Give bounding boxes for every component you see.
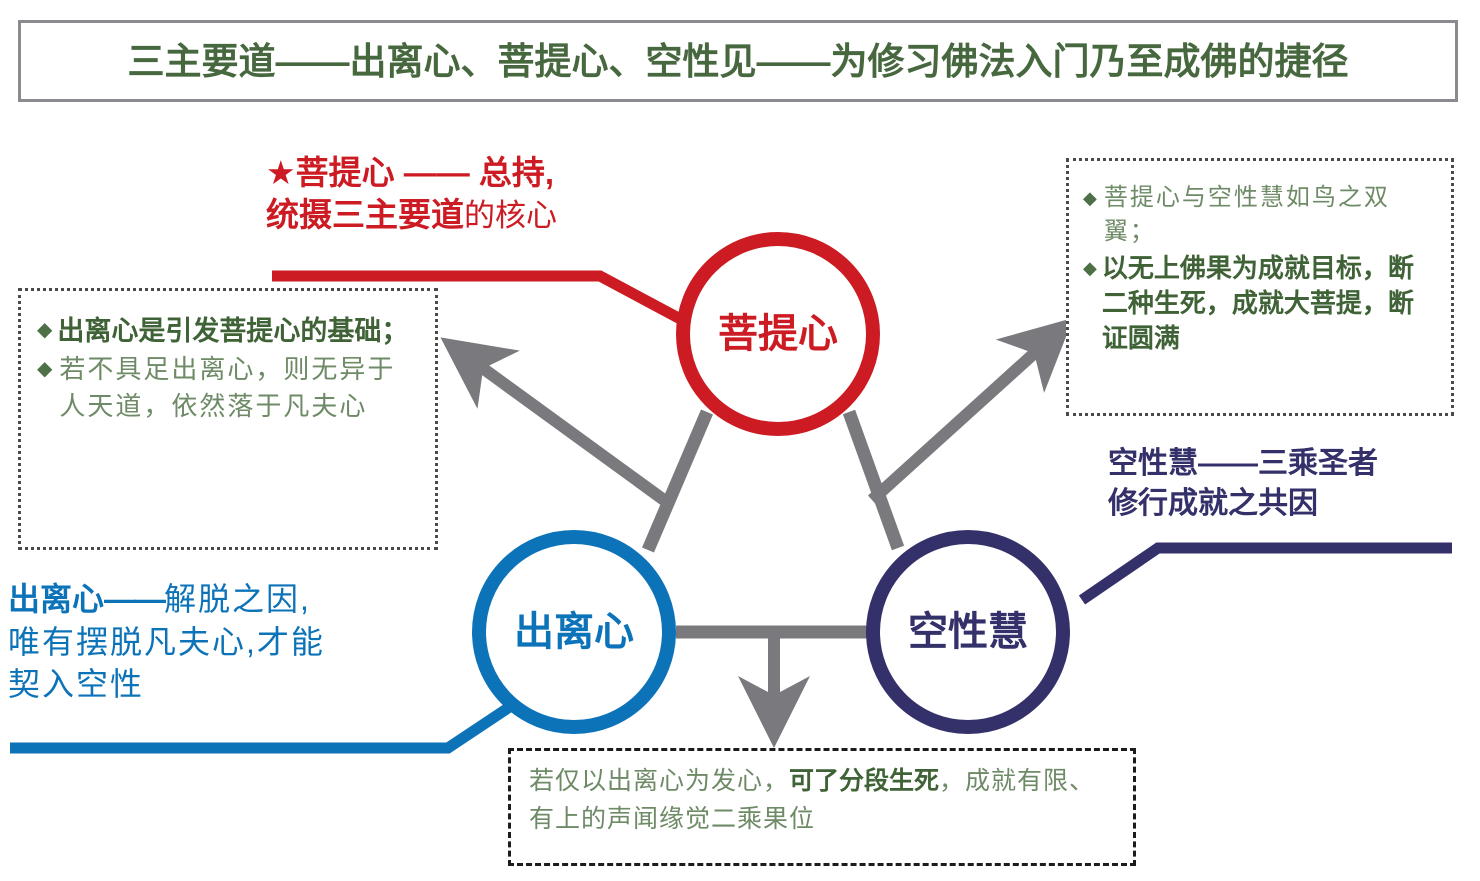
box-left-item-1: 出离心是引发菩提心的基础； [57,316,409,346]
box-bottom: 若仅以出离心为发心，可了分段生死，成就有限、有上的声闻缘觉二乘果位 [508,748,1136,866]
leader-bodhicitta [272,270,689,327]
box-bottom-seg2: 可了分段生死 [789,767,940,795]
node-bodhicitta-label: 菩提心 [718,312,838,356]
leader-emptiness [1078,542,1452,605]
callout-renunciation-line1: 解脱之因, [164,581,311,617]
link-bodhicitta-emptiness [842,409,905,551]
callout-bodhicitta: ★菩提心 —— 总持, 统摄三主要道的核心 [266,152,557,236]
list-item: ◆ 以无上佛果为成就目标，断二种生死，成就大菩提，断证圆满 [1083,251,1437,356]
node-renunciation[interactable]: 出离心 [472,530,676,734]
callout-bodhicitta-line1: 菩提心 —— 总持, [295,154,555,191]
node-emptiness-label: 空性慧 [908,610,1028,654]
page-title: 三主要道——出离心、菩提心、空性见——为修习佛法入门乃至成佛的捷径 [127,40,1349,82]
callout-renunciation-line3: 契入空性 [8,666,145,703]
list-item: ◆ 出离心是引发菩提心的基础； [37,313,417,350]
list-item: ◆ 菩提心与空性慧如鸟之双翼； [1083,181,1437,249]
star-icon: ★ [266,154,296,191]
box-right: ◆ 菩提心与空性慧如鸟之双翼； ◆ 以无上佛果为成就目标，断二种生死，成就大菩提… [1066,158,1454,416]
list-item: ◆ 若不具足出离心，则无异于人天道，依然落于凡夫心 [37,352,417,426]
box-left-item-2: 若不具足出离心，则无异于人天道，依然落于凡夫心 [59,354,396,421]
box-left: ◆ 出离心是引发菩提心的基础； ◆ 若不具足出离心，则无异于人天道，依然落于凡夫… [18,288,438,550]
callout-emptiness: 空性慧——三乘圣者 修行成就之共因 [1108,444,1378,523]
callout-renunciation-title: 出离心 [8,581,105,617]
box-bottom-seg3: ，成就有限、有上的声闻缘觉二乘果位 [529,768,1096,833]
arrow-to-left-box [440,337,668,505]
diamond-bullet-icon: ◆ [1083,258,1097,279]
box-bottom-seg1: 若仅以出离心为发心， [529,768,790,795]
box-right-item-1: 菩提心与空性慧如鸟之双翼； [1103,185,1390,246]
callout-renunciation-line2: 唯有摆脱凡夫心,才能 [8,623,325,660]
callout-renunciation: 出离心——解脱之因, 唯有摆脱凡夫心,才能 契入空性 [8,578,325,706]
title-bar: 三主要道——出离心、菩提心、空性见——为修习佛法入门乃至成佛的捷径 [18,20,1458,102]
arrow-to-right-box [867,317,1074,505]
link-bodhicitta-renunciation [642,409,713,553]
box-bottom-text: 若仅以出离心为发心，可了分段生死，成就有限、有上的声闻缘觉二乘果位 [529,763,1119,838]
callout-renunciation-dash: —— [104,581,166,617]
callout-bodhicitta-line2-light: 的核心 [464,198,557,234]
callout-emptiness-line1: 空性慧——三乘圣者 [1108,447,1378,480]
leader-renunciation [10,695,524,754]
callout-emptiness-line2: 修行成就之共因 [1108,486,1318,520]
diamond-bullet-icon: ◆ [1083,188,1099,208]
node-bodhicitta[interactable]: 菩提心 [676,232,880,436]
diamond-bullet-icon: ◆ [37,357,55,380]
diamond-bullet-icon: ◆ [37,319,53,341]
node-renunciation-label: 出离心 [514,610,634,654]
callout-bodhicitta-line2-bold: 统摄三主要道 [266,196,464,234]
box-right-item-2: 以无上佛果为成就目标，断二种生死，成就大菩提，断证圆满 [1101,253,1414,354]
node-emptiness[interactable]: 空性慧 [866,530,1070,734]
